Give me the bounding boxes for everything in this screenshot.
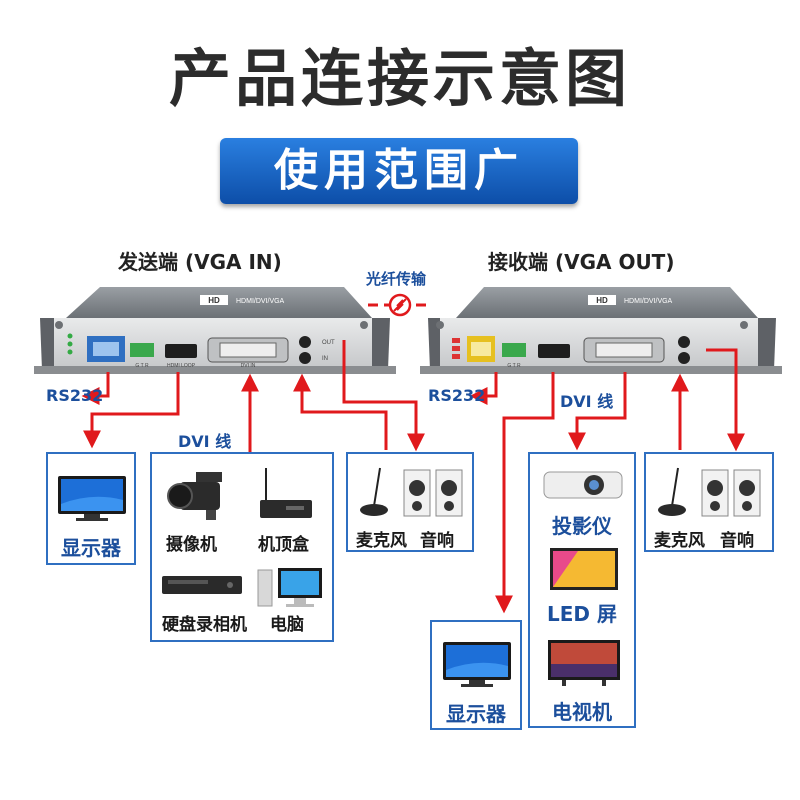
- projector-label: 投影仪: [552, 514, 612, 538]
- dvr-icon: [162, 576, 242, 594]
- arrow-mic-left: [293, 373, 388, 450]
- fiber-link-label: 光纤传输: [366, 270, 427, 288]
- arrow-speaker-right: [706, 348, 745, 452]
- speaker-icon: [403, 469, 463, 517]
- audio-right-box: 麦克风 音响: [644, 452, 774, 552]
- speaker-right-label: 音响: [720, 531, 754, 551]
- receiver-label: 接收端 (VGA OUT): [488, 250, 675, 274]
- sources-box: 摄像机 机顶盒 硬盘录相机 电脑: [150, 452, 334, 642]
- mic-left-label: 麦克风: [356, 531, 407, 551]
- svg-text:IN: IN: [322, 356, 328, 362]
- svg-text:G T R: G T R: [135, 363, 149, 369]
- monitor-left-label: 显示器: [61, 536, 121, 560]
- camera-icon: [167, 472, 222, 520]
- arrow-rs232-left: [81, 372, 110, 405]
- rs232-left-label: RS232: [46, 386, 104, 405]
- monitor-icon: [443, 642, 511, 687]
- svg-text:OUT: OUT: [322, 340, 335, 346]
- page-title: 产品连接示意图: [168, 42, 631, 115]
- sender-label: 发送端 (VGA IN): [118, 250, 282, 274]
- dvr-label: 硬盘录相机: [162, 615, 247, 635]
- svg-text:HDMI LOOP: HDMI LOOP: [167, 363, 196, 369]
- led-screen-icon: [550, 548, 618, 590]
- arrow-rs232-right: [469, 372, 498, 405]
- svg-text:DVI IN: DVI IN: [241, 363, 256, 369]
- fiber-link: [368, 293, 430, 317]
- display-group-box: 投影仪 LED 屏 电视机: [528, 452, 636, 728]
- tv-icon: [548, 640, 620, 686]
- tv-label: 电视机: [552, 700, 612, 724]
- monitor-left-box: 显示器: [46, 452, 136, 565]
- arrow-speaker-left: [342, 340, 425, 452]
- svg-text:G T R: G T R: [507, 363, 521, 369]
- receiver-arrows: [469, 348, 745, 614]
- arrow-monitor-bottom: [495, 372, 555, 614]
- led-label: LED 屏: [547, 602, 617, 626]
- microphone-icon: [658, 467, 686, 516]
- monitor-bottom-box: 显示器: [430, 620, 522, 730]
- dvi-line-right-label: DVI 线: [560, 392, 614, 411]
- audio-right-icons: [658, 467, 761, 517]
- banner: 使用范围广: [220, 138, 578, 204]
- microphone-icon: [360, 467, 388, 516]
- mic-right-label: 麦克风: [654, 531, 705, 551]
- monitor-icon: [58, 476, 126, 521]
- projector-icon: [543, 471, 623, 499]
- device-badge: HD: [208, 296, 220, 305]
- sender-device: HD HDMI/DVI/VGA G T R HDMI LOOP DVI IN O…: [34, 287, 396, 374]
- device-model-receiver: HDMI/DVI/VGA: [624, 298, 673, 305]
- device-badge-receiver: HD: [596, 296, 608, 305]
- receiver-device: HD HDMI/DVI/VGA G T R: [420, 287, 782, 374]
- pc-label: 电脑: [270, 615, 304, 635]
- speaker-left-label: 音响: [420, 531, 454, 551]
- speaker-icon: [701, 469, 761, 517]
- monitor-bottom-label: 显示器: [446, 702, 506, 726]
- camera-label: 摄像机: [166, 535, 217, 555]
- arrow-display-group: [568, 372, 627, 451]
- device-model: HDMI/DVI/VGA: [236, 298, 285, 305]
- audio-left-box: 麦克风 音响: [346, 452, 474, 552]
- rs232-right-label: RS232: [428, 386, 486, 405]
- sender-arrows: [81, 340, 425, 452]
- settop-box-icon: [260, 468, 312, 518]
- arrow-monitor-left: [83, 372, 180, 449]
- pc-icon: [257, 568, 322, 607]
- dvi-line-left-label: DVI 线: [178, 432, 232, 451]
- audio-left-icons: [360, 467, 463, 517]
- settop-label: 机顶盒: [258, 535, 309, 555]
